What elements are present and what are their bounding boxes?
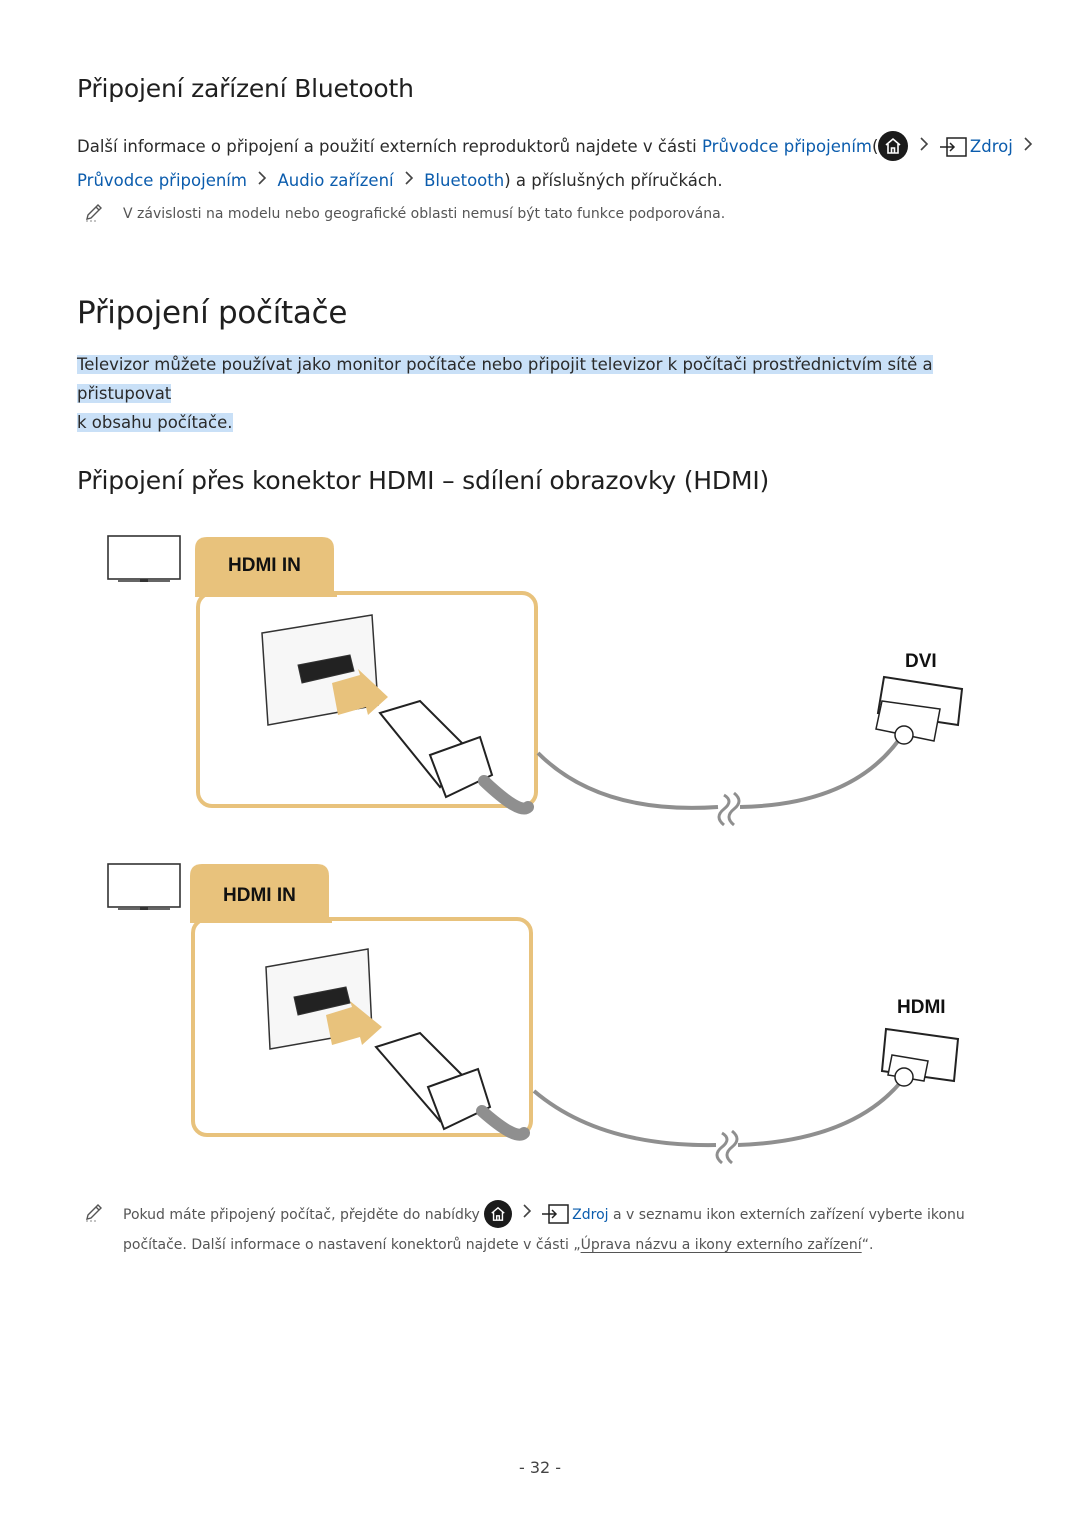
page-number: - 32 -: [518, 1458, 562, 1477]
link-bluetooth[interactable]: Bluetooth: [424, 171, 505, 190]
dvi-connector: [875, 675, 964, 745]
chevron-right-icon: [1018, 132, 1038, 161]
link-source[interactable]: Zdroj: [969, 137, 1013, 156]
link-edit-device-name[interactable]: Úprava názvu a ikony externího zařízení: [580, 1237, 862, 1253]
tv-icon: [107, 535, 181, 582]
hdmi-in-tab: [190, 864, 329, 921]
open-paren: (: [871, 137, 879, 156]
diagram2-tab-label: HDMI IN: [223, 885, 296, 906]
bluetooth-text-end: ) a příslušných příručkách.: [504, 171, 723, 190]
bluetooth-paragraph: Další informace o připojení a použití ex…: [77, 131, 1033, 195]
chevron-right-icon: [399, 166, 419, 195]
diagram1-tab-label: HDMI IN: [228, 555, 301, 576]
hdmi-note-line2: počítače. Další informace o nastavení ko…: [123, 1237, 581, 1253]
hdmi-in-tab: [195, 537, 334, 595]
pc-intro-line2: k obsahu počítače.: [77, 413, 233, 432]
diagram2-device-label: HDMI: [897, 997, 946, 1018]
hdmi-note-text2: a v seznamu ikon externích zařízení vybe…: [612, 1207, 965, 1223]
diagram1-device-label: DVI: [905, 651, 937, 672]
pencil-icon: [84, 202, 104, 226]
home-icon: [484, 1200, 513, 1228]
link-connection-guide[interactable]: Průvodce připojením: [702, 137, 872, 156]
hdmi-connector: [880, 1027, 960, 1087]
link-audio-device[interactable]: Audio zařízení: [277, 171, 394, 190]
hdmi-note-end: “.: [861, 1237, 874, 1253]
link-connection-guide-2[interactable]: Průvodce připojením: [77, 171, 247, 190]
arrow-icon: [332, 669, 388, 715]
section-title-bluetooth: Připojení zařízení Bluetooth: [77, 74, 414, 103]
pencil-icon: [84, 1202, 104, 1226]
home-icon: [878, 131, 909, 161]
hdmi-plug: [378, 699, 494, 799]
page-title: Připojení počítače: [77, 295, 348, 331]
hdmi-note: Pokud máte připojený počítač, přejděte d…: [123, 1200, 1003, 1258]
bluetooth-text: Další informace o připojení a použití ex…: [77, 137, 697, 156]
link-source[interactable]: Zdroj: [572, 1207, 609, 1223]
source-icon: [541, 1204, 569, 1233]
hdmi-plug: [374, 1031, 492, 1131]
section-title-hdmi: Připojení přes konektor HDMI – sdílení o…: [77, 466, 770, 495]
chevron-right-icon: [517, 1203, 537, 1228]
chevron-right-icon: [252, 166, 272, 195]
bluetooth-note: V závislosti na modelu nebo geografické …: [123, 206, 726, 222]
chevron-right-icon: [914, 132, 934, 161]
arrow-icon: [326, 1001, 382, 1045]
tv-icon: [107, 863, 181, 910]
diagram-hdmi-dvi: [107, 535, 964, 827]
source-icon: [939, 137, 967, 166]
diagram-hdmi-hdmi: [107, 863, 960, 1165]
pc-intro: Televizor můžete používat jako monitor p…: [77, 350, 1007, 437]
pc-intro-line1: Televizor můžete používat jako monitor p…: [77, 355, 933, 403]
hdmi-note-text1: Pokud máte připojený počítač, přejděte d…: [123, 1207, 480, 1223]
